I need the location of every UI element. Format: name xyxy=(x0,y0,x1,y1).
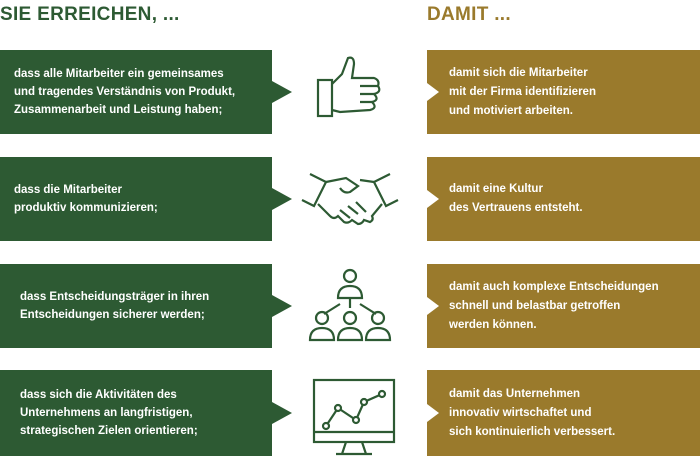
goal-line: dass Entscheidungsträger in ihren xyxy=(20,291,210,303)
result-line: sich kontinuierlich verbessert. xyxy=(449,425,616,438)
result-line: damit das Unternehmen xyxy=(449,387,580,400)
heading-right: DAMIT ... xyxy=(427,4,511,25)
goal-line: Entscheidungen sicherer werden; xyxy=(20,309,205,321)
goal-box-4: dass sich die Aktivitäten des Unternehme… xyxy=(0,370,292,456)
result-line: und motiviert arbeiten. xyxy=(449,104,573,117)
goal-line: strategischen Zielen orientieren; xyxy=(20,425,198,437)
monitor-chart-icon xyxy=(300,378,400,458)
result-line: damit sich die Mitarbeiter xyxy=(449,66,588,79)
result-line: damit eine Kultur xyxy=(449,183,543,195)
goal-box-1: dass alle Mitarbeiter ein gemeinsames un… xyxy=(0,50,292,134)
result-line: schnell und belastbar getroffen xyxy=(449,299,621,312)
goal-line: dass sich die Aktivitäten des xyxy=(20,389,177,401)
result-line: damit auch komplexe Entscheidungen xyxy=(449,280,659,293)
goal-line: Zusammenarbeit und Leistung haben; xyxy=(14,104,223,116)
thumbs-up-icon xyxy=(300,52,400,132)
result-line: des Vertrauens entsteht. xyxy=(449,202,583,214)
result-box-3: damit auch komplexe Entscheidungen schne… xyxy=(427,264,700,348)
result-box-4: damit das Unternehmen innovativ wirtscha… xyxy=(427,370,700,456)
result-box-1: damit sich die Mitarbeiter mit der Firma… xyxy=(427,50,700,134)
goal-box-2: dass die Mitarbeiter produktiv kommunizi… xyxy=(0,157,292,241)
result-line: werden können. xyxy=(449,318,537,331)
goal-line: dass alle Mitarbeiter ein gemeinsames xyxy=(14,68,224,80)
result-line: mit der Firma identifizieren xyxy=(449,85,596,98)
goal-line: und tragendes Verständnis von Produkt, xyxy=(14,86,236,98)
goal-line: dass die Mitarbeiter xyxy=(14,184,123,196)
handshake-icon xyxy=(300,160,400,240)
heading-left: SIE ERREICHEN, ... xyxy=(0,4,180,25)
goal-line: Unternehmens an langfristigen, xyxy=(20,407,193,419)
goal-line: produktiv kommunizieren; xyxy=(14,202,158,214)
goal-box-3: dass Entscheidungsträger in ihren Entsch… xyxy=(0,264,292,348)
hierarchy-people-icon xyxy=(300,266,400,346)
result-line: innovativ wirtschaftet und xyxy=(449,406,592,419)
result-box-2: damit eine Kultur des Vertrauens entsteh… xyxy=(427,157,700,241)
